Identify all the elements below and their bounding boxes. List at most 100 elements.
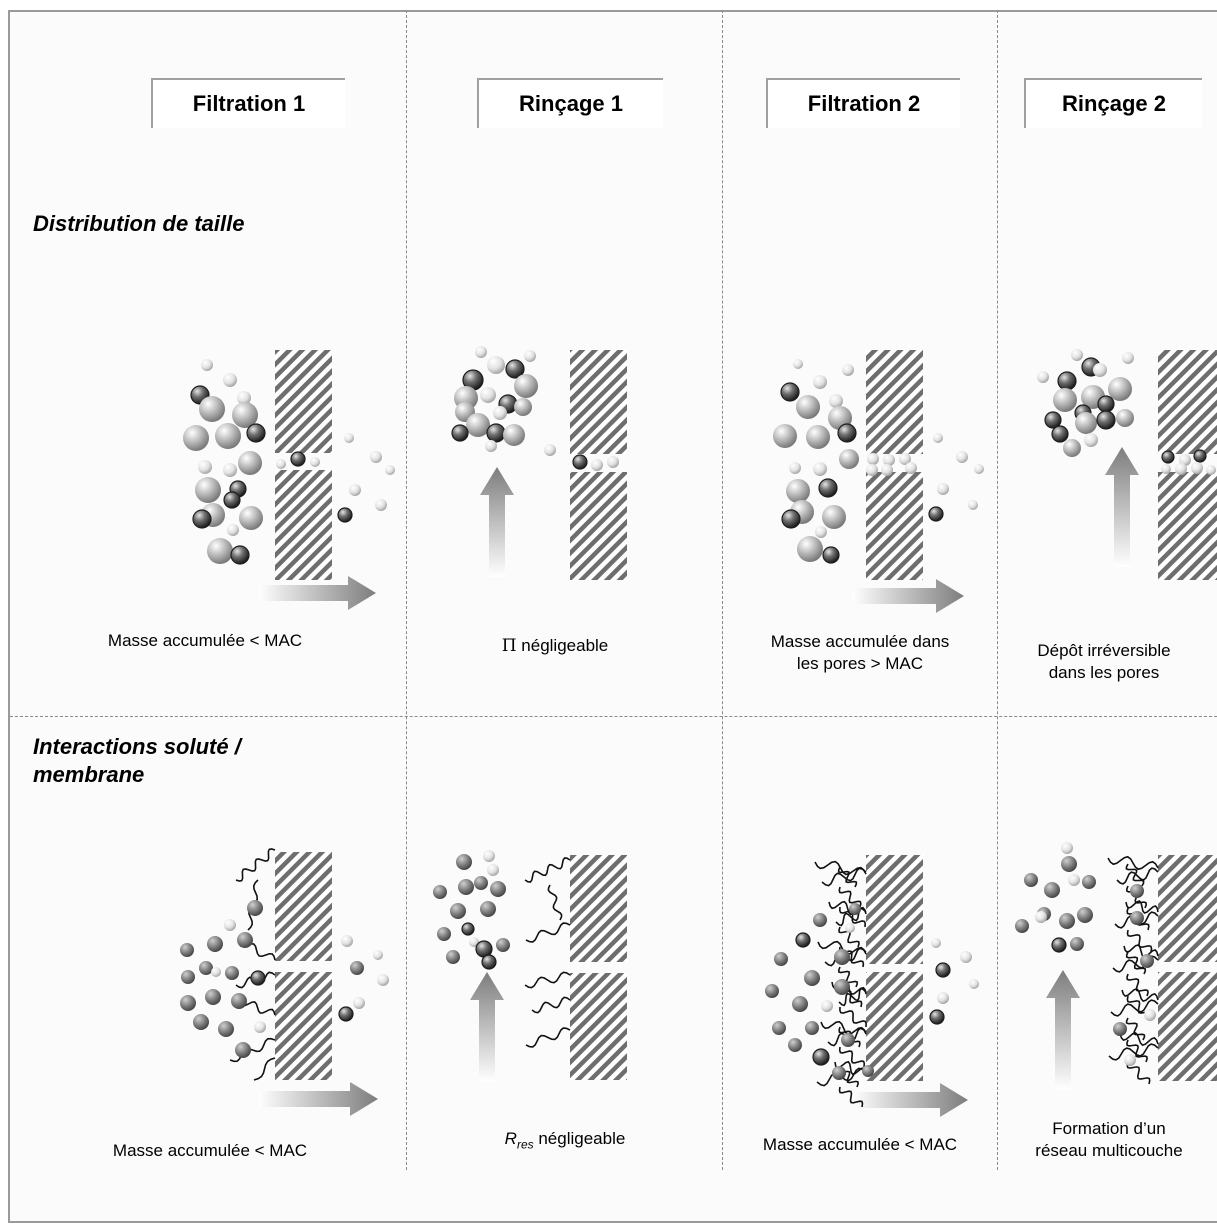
solute-particle — [481, 954, 497, 970]
flow-arrow-up — [470, 972, 504, 1082]
solute-particle — [607, 456, 619, 468]
adsorbed-fiber — [837, 866, 858, 888]
caption-pi-symbol: Π — [501, 636, 517, 656]
solute-particle — [815, 526, 827, 538]
solute-particle — [789, 462, 801, 474]
solute-particle — [928, 506, 944, 522]
solute-particle — [1191, 462, 1203, 474]
adsorbed-fiber — [524, 971, 571, 989]
adsorbed-fiber — [838, 1086, 864, 1108]
solute-particle — [796, 395, 820, 419]
solute-particle — [486, 423, 506, 443]
adsorbed-fiber — [821, 867, 867, 887]
solute-particle — [1059, 913, 1075, 929]
solute-particle — [461, 922, 475, 936]
solute-particle — [211, 967, 221, 977]
solute-particle — [821, 1000, 833, 1012]
solute-particle — [199, 961, 213, 975]
solute-particle — [469, 937, 479, 947]
solute-particle — [514, 374, 538, 398]
solute-particle — [505, 359, 525, 379]
phase-header-rincage-2: Rinçage 2 — [1024, 78, 1202, 128]
solute-particle — [1116, 409, 1134, 427]
solute-particle — [969, 979, 979, 989]
flow-arrow-up — [1105, 447, 1139, 567]
caption-filtration-2-top-line1: Masse accumulée dans — [770, 632, 950, 651]
membrane-block — [570, 973, 627, 1080]
solute-particle — [225, 966, 239, 980]
solute-particle — [797, 536, 823, 562]
membrane-block — [1158, 855, 1217, 962]
flow-arrow-right — [258, 576, 376, 610]
adsorbed-fiber — [531, 996, 571, 1014]
solute-particle — [834, 979, 850, 995]
solute-particle — [839, 449, 859, 469]
adsorbed-fiber — [838, 1046, 866, 1068]
caption-rincage-2-top-line2: dans les pores — [1048, 663, 1160, 682]
solute-particle — [373, 950, 383, 960]
membrane-block — [866, 855, 923, 964]
solute-particle — [466, 413, 490, 437]
solute-particle — [1124, 1054, 1136, 1066]
adsorbed-fiber — [524, 857, 571, 883]
solute-particle — [487, 356, 505, 374]
solute-particle — [337, 507, 353, 523]
solute-particle — [1093, 363, 1107, 377]
solute-particle — [195, 477, 221, 503]
membrane-block — [570, 472, 627, 580]
solute-particle — [227, 524, 239, 536]
solute-particle — [1053, 388, 1077, 412]
caption-rincage-2-top-line1: Dépôt irréversible — [1037, 641, 1171, 660]
solute-particle — [1035, 911, 1047, 923]
adsorbed-fiber — [838, 926, 860, 948]
solute-particle — [1024, 873, 1038, 887]
solute-particle — [1122, 352, 1134, 364]
solute-particle — [485, 440, 497, 452]
solute-particle — [1096, 410, 1116, 430]
solute-particle — [218, 1021, 234, 1037]
solute-particle — [503, 424, 525, 446]
solute-particle — [433, 885, 447, 899]
solute-particle — [349, 484, 361, 496]
flow-arrow-up — [480, 467, 514, 577]
solute-particle — [1037, 371, 1049, 383]
solute-particle — [834, 949, 850, 965]
membrane-block — [570, 350, 627, 454]
solute-particle — [344, 433, 354, 443]
solute-particle — [238, 451, 262, 475]
solute-particle — [1063, 439, 1081, 457]
solute-particle — [181, 970, 195, 984]
caption-filtration-2-bottom: Masse accumulée < MAC — [762, 1135, 958, 1154]
solute-particle — [180, 995, 196, 1011]
solute-particle — [1061, 842, 1073, 854]
membrane-block — [1158, 972, 1217, 1081]
adsorbed-fiber — [235, 848, 276, 882]
solute-particle — [474, 876, 488, 890]
caption-rincage-2-bottom-line1: Formation d’un — [1052, 1119, 1166, 1138]
solute-particle — [1193, 449, 1207, 463]
solute-particle — [183, 425, 209, 451]
adsorbed-fiber — [814, 860, 867, 876]
adsorbed-fiber — [1125, 863, 1145, 887]
solute-particle — [437, 927, 451, 941]
solute-particle — [370, 451, 382, 463]
caption-filtration-1-top: Masse accumulée < MAC — [107, 631, 303, 650]
solute-particle — [231, 993, 247, 1009]
solute-particle — [812, 1048, 830, 1066]
solute-particle — [1140, 954, 1154, 968]
solute-particle — [224, 919, 236, 931]
solute-particle — [353, 997, 365, 1009]
solute-particle — [1161, 464, 1171, 474]
adsorbed-fiber — [1123, 944, 1159, 958]
solute-particle — [837, 423, 857, 443]
solute-particle — [310, 457, 320, 467]
solute-particle — [591, 459, 603, 471]
arrow-group — [258, 447, 1139, 1117]
solute-particle — [956, 451, 968, 463]
solute-particle — [480, 387, 496, 403]
solute-particle — [496, 938, 510, 952]
adsorbed-fiber — [838, 906, 867, 928]
flow-arrow-up — [1046, 970, 1080, 1090]
membrane-block — [570, 855, 627, 962]
